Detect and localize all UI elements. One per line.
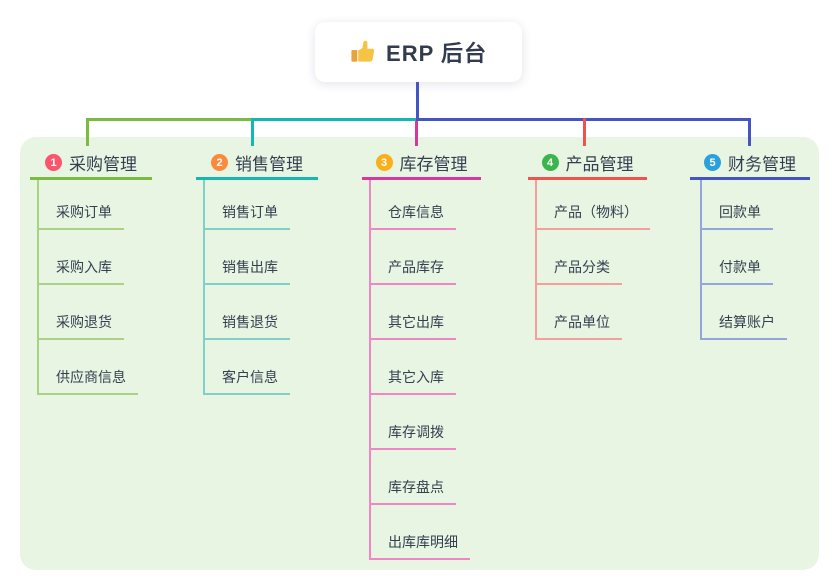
node-sales-outbound[interactable]: 销售出库 (203, 259, 290, 285)
connector-drop-product (583, 118, 586, 146)
badge-3-icon: 3 (375, 154, 393, 171)
node-settlement-account[interactable]: 结算账户 (700, 314, 787, 340)
branches-panel (20, 137, 819, 570)
connector-drop-sales (251, 118, 254, 146)
node-stock-transfer[interactable]: 库存调拨 (369, 424, 456, 450)
rail-inventory (369, 180, 371, 558)
root-node-label: ERP 后台 (386, 41, 487, 66)
thumbs-up-icon (350, 39, 376, 65)
rail-sales (203, 180, 205, 393)
badge-2-icon: 2 (211, 154, 228, 171)
branch-purchase-management[interactable]: 1 采购管理 (30, 148, 152, 180)
branch-inventory-management[interactable]: 3 库存管理 (362, 148, 481, 180)
connector-drop-inventory (415, 121, 418, 146)
node-other-outbound[interactable]: 其它出库 (369, 314, 456, 340)
node-warehouse-info[interactable]: 仓库信息 (369, 204, 456, 230)
node-sales-order[interactable]: 销售订单 (203, 204, 290, 230)
branch-label-finance: 财务管理 (728, 155, 796, 174)
node-product-stock[interactable]: 产品库存 (369, 259, 456, 285)
node-purchase-order[interactable]: 采购订单 (37, 204, 124, 230)
node-product-unit[interactable]: 产品单位 (535, 314, 622, 340)
connector-drop-purchase (86, 118, 89, 146)
node-other-inbound[interactable]: 其它入库 (369, 369, 456, 395)
branch-label-product: 产品管理 (565, 155, 634, 174)
badge-1-icon: 1 (45, 154, 62, 171)
root-node-erp[interactable]: ERP 后台 (315, 22, 522, 82)
connector-drop-finance (748, 118, 751, 146)
node-stock-taking[interactable]: 库存盘点 (369, 479, 456, 505)
badge-4-icon: 4 (541, 154, 559, 171)
node-sales-return[interactable]: 销售退货 (203, 314, 290, 340)
node-purchase-return[interactable]: 采购退货 (37, 314, 124, 340)
node-product-category[interactable]: 产品分类 (535, 259, 622, 285)
branch-product-management[interactable]: 4 产品管理 (528, 148, 647, 180)
rail-purchase (37, 180, 39, 393)
branch-finance-management[interactable]: 5 财务管理 (690, 148, 810, 180)
node-supplier-info[interactable]: 供应商信息 (37, 369, 138, 395)
rail-product (535, 180, 537, 338)
node-outbound-detail[interactable]: 出库库明细 (369, 534, 470, 560)
rail-finance (700, 180, 702, 338)
root-stem-line (416, 82, 419, 121)
connector-purchase (86, 118, 253, 121)
node-receipt-order[interactable]: 回款单 (700, 204, 773, 230)
branch-sales-management[interactable]: 2 销售管理 (196, 148, 318, 180)
node-customer-info[interactable]: 客户信息 (203, 369, 290, 395)
node-payment-order[interactable]: 付款单 (700, 259, 773, 285)
node-product-material[interactable]: 产品（物料） (535, 204, 650, 230)
connector-sales (253, 118, 418, 121)
badge-5-icon: 5 (704, 154, 721, 171)
branch-label-inventory: 库存管理 (399, 155, 468, 174)
node-purchase-inbound[interactable]: 采购入库 (37, 259, 124, 285)
branch-label-purchase: 采购管理 (69, 155, 137, 174)
branch-label-sales: 销售管理 (235, 155, 303, 174)
